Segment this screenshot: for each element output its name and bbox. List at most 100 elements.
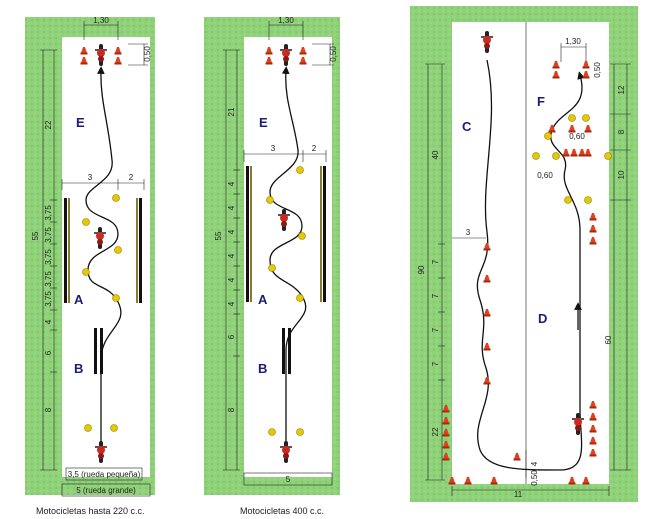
- p1-width-small: 3,5 (rueda pequeña): [68, 470, 141, 479]
- p2-zone-2: B: [258, 361, 267, 376]
- p2-ball-4: [268, 264, 276, 272]
- p3-ball-5: [582, 114, 590, 122]
- p2-rail-right-b: [323, 166, 326, 302]
- p1-seg-1: 3,75: [44, 205, 53, 221]
- p1-ball-5: [112, 294, 120, 302]
- p3-left-seg-3: 7: [431, 327, 440, 332]
- panel-1: 55 22 3,75 3,75 3,75 3,75 3,75 4 6 8 1,3…: [25, 16, 155, 497]
- p2-zone-1: A: [258, 292, 268, 307]
- p1-lane-dim-lines: [61, 179, 145, 190]
- p2-lane-right: 2: [312, 144, 317, 153]
- p3-bottom-small2: 0,50: [530, 470, 539, 486]
- p1-top-gap: 0,50: [143, 46, 152, 62]
- p2-seg-3: 4: [227, 229, 236, 234]
- p1-seg-0: 22: [44, 120, 53, 129]
- p2-top-width: 1,30: [278, 16, 294, 25]
- p2-ball-3: [298, 232, 306, 240]
- p3-left-seg-4: 7: [431, 361, 440, 366]
- p2-ball-5: [296, 294, 304, 302]
- p2-top-dim-lines: [268, 21, 334, 66]
- p1-zone-1: A: [74, 292, 84, 307]
- panel-3-track: [452, 22, 609, 484]
- p1-top-dim-lines: [83, 21, 148, 66]
- p1-ride-path: [85, 66, 122, 460]
- p3-zone-1: F: [537, 94, 545, 109]
- p2-rail-left-a: [246, 166, 249, 302]
- p1-ball-6: [84, 424, 92, 432]
- p3-right-seg-2: 10: [617, 170, 626, 179]
- p3-left-seg-5: 22: [431, 427, 440, 436]
- p2-seg-4: 4: [227, 253, 236, 258]
- p2-seg-7: 6: [227, 334, 236, 339]
- p1-ball-7: [110, 424, 118, 432]
- p1-rail-left-a: [64, 198, 67, 303]
- p2-width-box: [243, 472, 333, 486]
- panel-2: 55 21 4 4 4 4 4 4 6 8 1,30 0,50 3 2: [204, 16, 340, 495]
- p3-bottom-small: 4: [530, 461, 539, 466]
- p2-ball-6: [268, 428, 276, 436]
- p1-seg-2: 3,75: [44, 227, 53, 243]
- p3-slalom-offset: 3: [466, 228, 471, 237]
- panel-1-track: [62, 37, 150, 477]
- p1-seg-8: 8: [44, 407, 53, 412]
- panel-2-dimension-scale: [223, 49, 240, 471]
- p1-lane-left: 3: [88, 173, 93, 182]
- p2-seg-1: 4: [227, 181, 236, 186]
- p1-total: 55: [31, 231, 40, 240]
- p3-right-total: 60: [604, 335, 613, 344]
- p2-rail-right-a: [320, 166, 322, 302]
- p3-ball-8: [604, 152, 612, 160]
- p2-gate-left: [282, 328, 285, 374]
- p1-rail-left-b: [68, 198, 70, 303]
- panel-2-track: [244, 37, 332, 477]
- p3-left-seg-0: 40: [431, 150, 440, 159]
- p2-width: 5: [286, 475, 291, 484]
- p1-ball-3: [114, 246, 122, 254]
- panel-3: 90 40 7 7 7 7 22 3 60 12 8 10 1,30 0,50 …: [410, 6, 638, 502]
- p3-ball-7: [584, 196, 592, 204]
- p1-seg-5: 3,75: [44, 291, 53, 307]
- caption-panel-2: Motocicletas 400 c.c.: [240, 506, 325, 516]
- p1-seg-6: 4: [44, 319, 53, 324]
- p2-ball-1: [296, 166, 304, 174]
- p1-rail-right-a: [136, 198, 138, 303]
- p1-gate-left: [94, 328, 97, 374]
- p2-top-gap: 0,50: [329, 46, 338, 62]
- p2-ball-2: [266, 196, 274, 204]
- p2-seg-0: 21: [227, 107, 236, 116]
- p3-top-width: 1,30: [565, 37, 581, 46]
- p3-top-gap: 0,50: [593, 62, 602, 78]
- p2-ball-7: [296, 428, 304, 436]
- p2-seg-2: 4: [227, 205, 236, 210]
- p3-right-seg-0: 12: [617, 85, 626, 94]
- p3-left-scale: [425, 63, 486, 481]
- p1-seg-7: 6: [44, 350, 53, 355]
- p3-small-a: 0,60: [569, 132, 585, 141]
- p2-gate-right: [288, 328, 291, 374]
- p1-lane-right: 2: [129, 173, 134, 182]
- p2-zone-0: E: [259, 115, 268, 130]
- p1-zone-0: E: [76, 115, 85, 130]
- p2-seg-6: 4: [227, 301, 236, 306]
- p1-ball-4: [82, 268, 90, 276]
- p2-lane-left: 3: [271, 144, 276, 153]
- p3-ball-6: [564, 196, 572, 204]
- p2-total: 55: [214, 231, 223, 240]
- p2-seg-5: 4: [227, 277, 236, 282]
- p1-top-width: 1,30: [93, 16, 109, 25]
- p2-rail-left-b: [250, 166, 252, 302]
- p1-zone-2: B: [74, 361, 83, 376]
- caption-panel-1: Motocicletas hasta 220 c.c.: [36, 506, 145, 516]
- p3-left-total: 90: [417, 265, 426, 274]
- p3-small-b: 0,60: [537, 171, 553, 180]
- p3-ball-3: [532, 152, 540, 160]
- p3-ball-2: [544, 132, 552, 140]
- p1-ball-2: [82, 218, 90, 226]
- p1-width-large: 5 (rueda grande): [76, 486, 136, 495]
- p3-left-seg-2: 7: [431, 293, 440, 298]
- p2-lane-dim-lines: [243, 150, 327, 162]
- p1-ball-1: [112, 194, 120, 202]
- p3-zone-2: D: [538, 311, 547, 326]
- p2-seg-8: 8: [227, 407, 236, 412]
